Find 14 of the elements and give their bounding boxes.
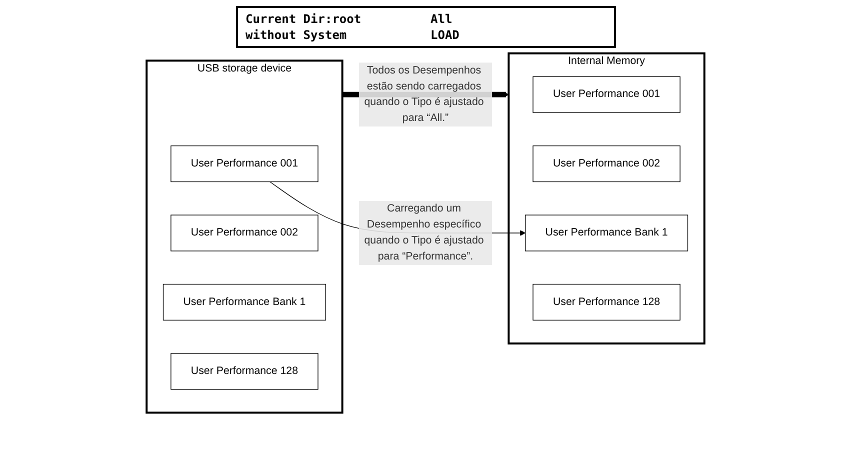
screen-text: LOAD [430, 28, 460, 42]
node-box: User Performance 001 [532, 76, 680, 113]
node-box: User Performance 128 [170, 353, 318, 390]
edge-label: Carregando um Desempenho específico quando o Tipo é ajustado para “Performance”. [364, 203, 484, 262]
node-box: User Performance 002 [532, 146, 680, 182]
node-box: User Performance 002 [170, 214, 318, 252]
edge-label: Todos os Desempenhos estão sendo carregados quando o Tipo é ajustado para “All.” [364, 64, 484, 124]
node-box: User Performance 128 [532, 284, 680, 320]
screen-text: without System [246, 28, 348, 42]
node-box: User Performance 001 [170, 146, 318, 182]
screen-text: Current Dir:root [246, 12, 362, 26]
node-box: User Performance Bank 1 [162, 284, 326, 320]
screen-text: All [430, 12, 454, 26]
node-box: User Performance Bank 1 [524, 214, 688, 252]
